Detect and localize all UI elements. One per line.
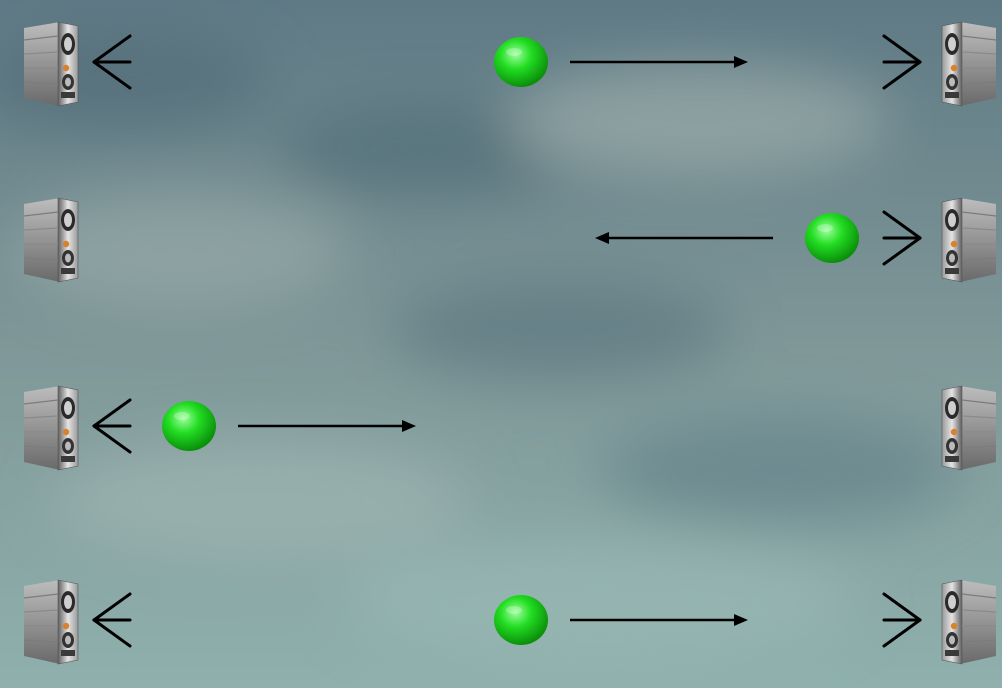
- green-ball-icon: [492, 593, 550, 647]
- right-speaker-icon: [938, 196, 1002, 284]
- direction-arrow-icon: [570, 612, 748, 628]
- right-sound-waves-icon: [880, 208, 924, 268]
- left-speaker-icon: [18, 196, 82, 284]
- right-sound-waves-icon: [880, 32, 924, 92]
- left-speaker-icon: [18, 20, 82, 108]
- green-ball-icon: [803, 211, 861, 265]
- green-ball-icon: [492, 35, 550, 89]
- direction-arrow-icon: [238, 418, 416, 434]
- right-sound-waves-icon: [880, 590, 924, 650]
- left-speaker-icon: [18, 384, 82, 472]
- left-sound-waves-icon: [90, 32, 134, 92]
- right-speaker-icon: [938, 578, 1002, 666]
- direction-arrow-icon: [570, 54, 748, 70]
- right-speaker-icon: [938, 20, 1002, 108]
- right-speaker-icon: [938, 384, 1002, 472]
- left-speaker-icon: [18, 578, 82, 666]
- left-sound-waves-icon: [90, 396, 134, 456]
- left-sound-waves-icon: [90, 590, 134, 650]
- green-ball-icon: [160, 399, 218, 453]
- direction-arrow-icon: [595, 230, 773, 246]
